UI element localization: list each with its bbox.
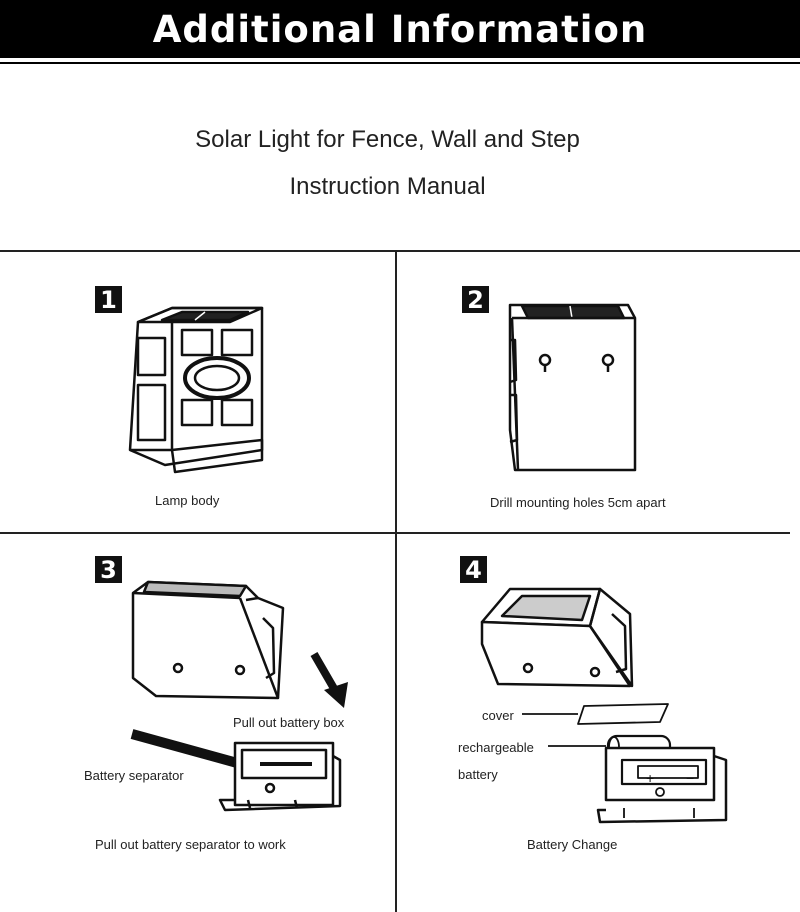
document-title: Solar Light for Fence, Wall and Step <box>195 126 580 153</box>
battery-box-illustration <box>130 729 342 812</box>
step-3-pull-box-caption: Pull out battery box <box>233 715 345 730</box>
lamp-back-open-illustration <box>131 580 285 700</box>
step-3-pull-separator-caption: Pull out battery separator to work <box>95 837 286 852</box>
step-1-number: 1 <box>95 286 122 314</box>
step-4-cover-caption: cover <box>482 708 514 723</box>
battery-change-illustration: + − <box>522 703 728 824</box>
step-1-caption: Lamp body <box>155 493 220 508</box>
arrow-icon <box>310 651 348 708</box>
step-4-change-caption: Battery Change <box>527 837 618 852</box>
step-3-number: 3 <box>95 556 122 584</box>
step-2-caption: Drill mounting holes 5cm apart <box>490 495 666 510</box>
solar-lamp-front-illustration <box>128 306 264 474</box>
grid-vertical-line <box>395 251 397 912</box>
step-2-number: 2 <box>462 286 489 314</box>
step-3-separator-caption: Battery separator <box>84 768 184 783</box>
page-header-title: Additional Information <box>152 8 648 51</box>
step-4-battery-caption: battery <box>458 767 498 782</box>
header-divider <box>0 62 800 64</box>
lamp-back-open-illustration-2 <box>480 587 634 688</box>
header-bar <box>0 0 800 58</box>
solar-lamp-back-illustration <box>508 303 637 472</box>
step-4-number: 4 <box>460 556 487 584</box>
document-subtitle: Instruction Manual <box>289 173 486 200</box>
step-4-rechargeable-caption: rechargeable <box>458 740 534 755</box>
grid-top-line <box>0 250 800 252</box>
